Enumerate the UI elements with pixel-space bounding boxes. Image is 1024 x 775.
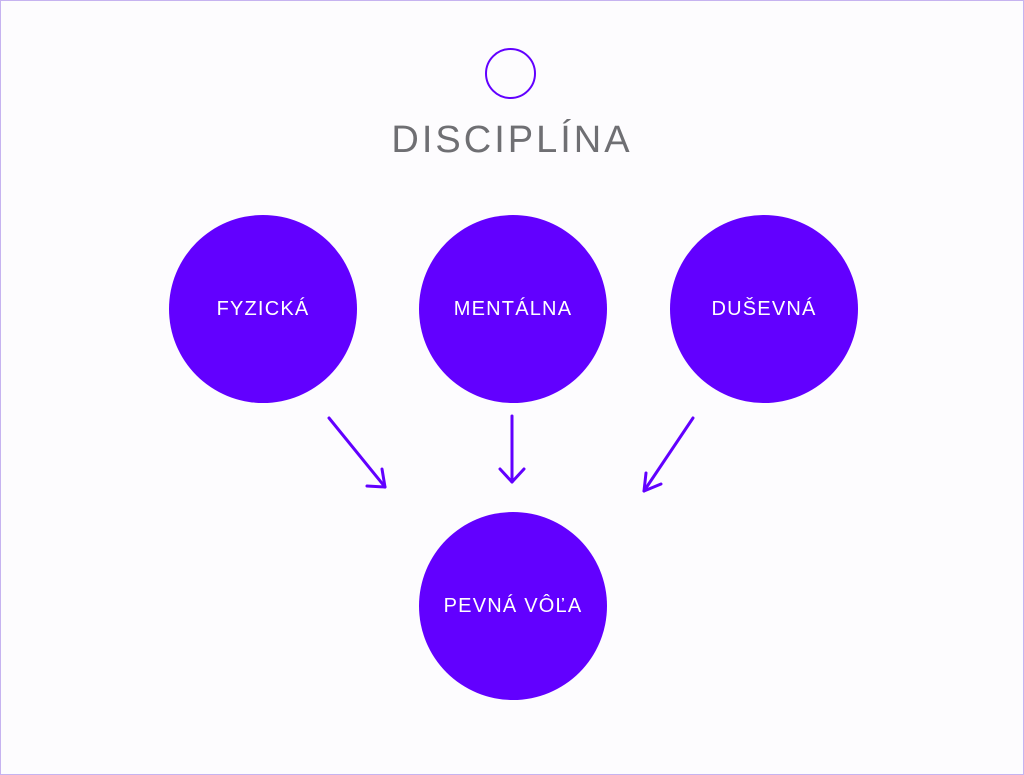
node-pevna-vola: PEVNÁ VÔĽA [419, 512, 607, 700]
arrow-mentalna-to-pevna-vola [498, 414, 526, 484]
node-dusevna: DUŠEVNÁ [670, 215, 858, 403]
arrow-dusevna-to-pevna-vola [642, 416, 695, 493]
node-label: PEVNÁ VÔĽA [443, 594, 583, 617]
node-label: MENTÁLNA [453, 297, 573, 320]
diagram-title: DISCIPLÍNA [391, 119, 633, 161]
node-fyzicka: FYZICKÁ [169, 215, 357, 403]
circle-icon [485, 48, 536, 99]
node-label: DUŠEVNÁ [711, 297, 817, 320]
arrow-fyzicka-to-pevna-vola [327, 416, 387, 489]
node-label: FYZICKÁ [216, 297, 310, 320]
node-mentalna: MENTÁLNA [419, 215, 607, 403]
